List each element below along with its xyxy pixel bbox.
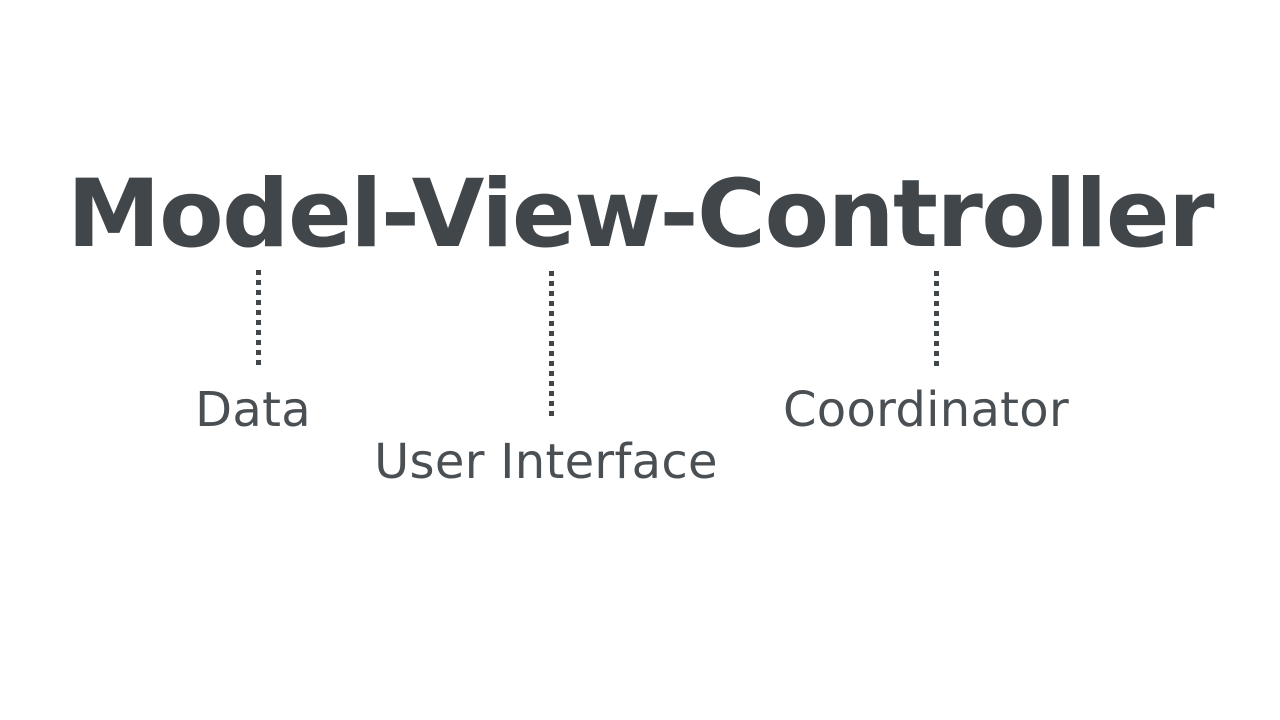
- page-title: Model-View-Controller: [67, 160, 1214, 269]
- label-controller-coordinator: Coordinator: [782, 382, 1070, 438]
- label-view-user-interface: User Interface: [374, 434, 718, 490]
- label-model-data: Data: [195, 382, 311, 438]
- connector-line-model: [256, 270, 261, 367]
- connector-line-view: [549, 271, 554, 420]
- connector-line-controller: [934, 271, 939, 367]
